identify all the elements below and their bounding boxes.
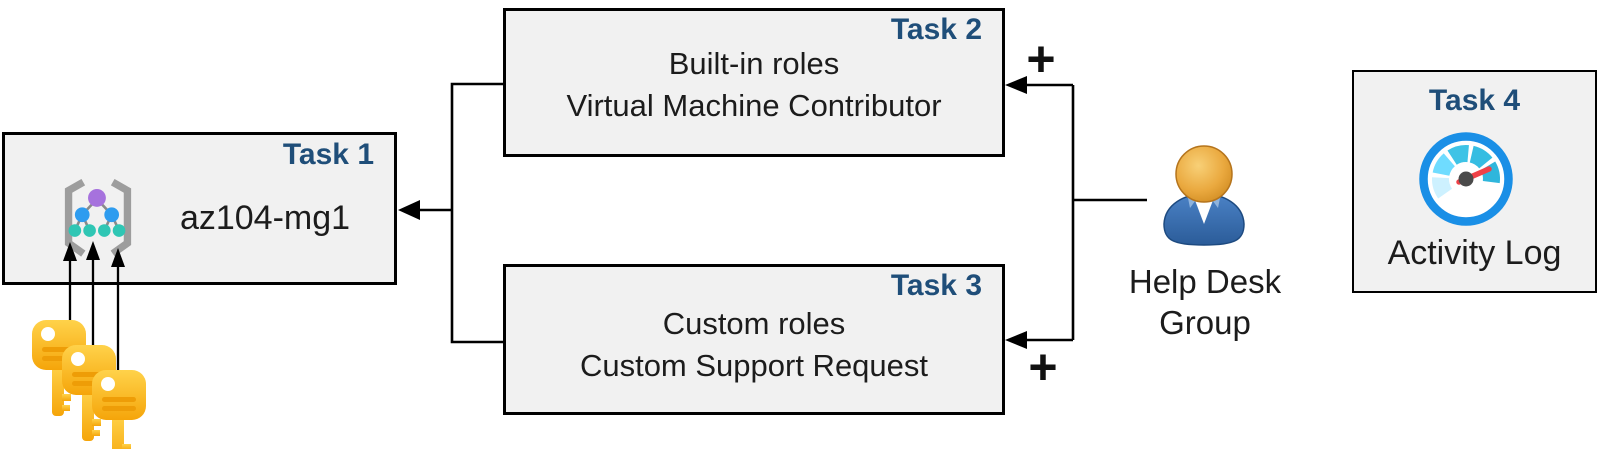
task2-box: Task 2 Built-in roles Virtual Machine Co… bbox=[503, 8, 1005, 157]
help-desk-label-line2: Group bbox=[1159, 304, 1251, 341]
help-desk-group: Help Desk Group bbox=[1115, 134, 1295, 343]
plus-icon-task3: + bbox=[1028, 339, 1058, 395]
task1-badge: Task 1 bbox=[282, 138, 374, 171]
task2-line1: Built-in roles bbox=[668, 46, 840, 81]
task3-text: Custom roles Custom Support Request bbox=[506, 303, 1002, 387]
task2-text: Built-in roles Virtual Machine Contribut… bbox=[506, 43, 1002, 127]
arrowhead-into-task1 bbox=[398, 200, 420, 220]
task3-line1: Custom roles bbox=[662, 306, 846, 341]
help-desk-label: Help Desk Group bbox=[1115, 261, 1295, 343]
task3-box: Task 3 Custom roles Custom Support Reque… bbox=[503, 264, 1005, 415]
task2-badge: Task 2 bbox=[890, 13, 982, 46]
keys-icon bbox=[32, 320, 146, 449]
task1-box: Task 1 az104-mg1 bbox=[2, 132, 397, 285]
person-icon bbox=[1163, 145, 1245, 246]
task4-box: Task 4 Activity Log bbox=[1352, 70, 1597, 293]
management-group-icon bbox=[64, 179, 132, 257]
plus-icon-task2: + bbox=[1026, 31, 1056, 87]
help-desk-label-line1: Help Desk bbox=[1128, 263, 1282, 300]
task4-badge: Task 4 bbox=[1428, 84, 1521, 117]
task3-badge: Task 3 bbox=[890, 269, 982, 302]
management-group-name: az104-mg1 bbox=[179, 199, 351, 237]
activity-log-label: Activity Log bbox=[1387, 234, 1562, 272]
task3-line2: Custom Support Request bbox=[579, 348, 929, 383]
gauge-icon bbox=[1419, 132, 1513, 226]
task2-line2: Virtual Machine Contributor bbox=[566, 88, 942, 123]
connector-roles-to-mg bbox=[414, 82, 503, 344]
